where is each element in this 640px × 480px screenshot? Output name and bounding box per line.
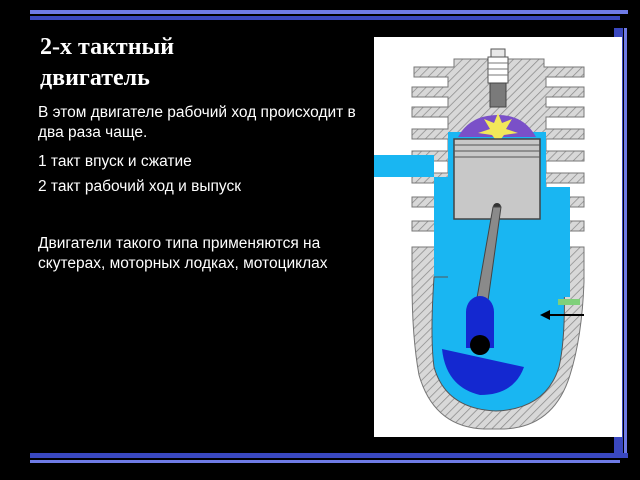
- stroke-1-line: 1 такт впуск и сжатие: [38, 153, 192, 170]
- intake-arrow: [540, 299, 584, 320]
- usage-paragraph: Двигатели такого типа применяются на ску…: [38, 235, 328, 272]
- ignition-flash: [478, 113, 518, 143]
- bottom-frame-bar-outer: [30, 453, 628, 458]
- transfer-channel: [546, 187, 570, 297]
- right-frame-bar-light: [624, 28, 627, 458]
- spark-plug: [487, 48, 509, 108]
- crankshaft: [442, 296, 524, 395]
- top-frame-bar-outer: [30, 10, 628, 14]
- description-paragraph: В этом двигателе рабочий ход происходит …: [38, 104, 356, 141]
- stroke-2-line: 2 такт рабочий ход и выпуск: [38, 178, 241, 195]
- slide-title: 2-х тактный двигатель: [40, 34, 175, 91]
- engine-diagram: [374, 37, 622, 437]
- top-frame-bar-inner: [30, 16, 620, 20]
- bottom-frame-bar-inner: [30, 460, 620, 463]
- engine-diagram-svg: [374, 48, 585, 430]
